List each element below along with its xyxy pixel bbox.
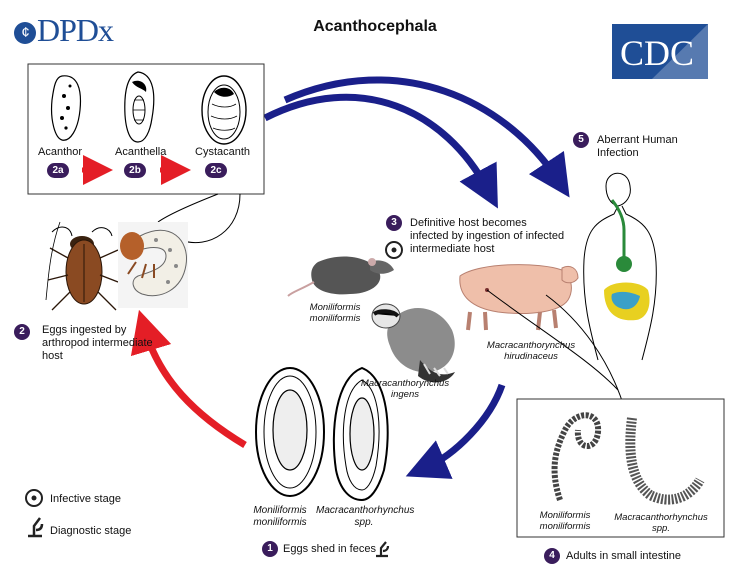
adult-left-label: Moniliformis moniliformis [539,510,591,532]
egg-right-label: Macracanthorhynchus spp. [316,505,415,528]
egg-left-label: Moniliformis moniliformis [253,505,307,528]
acanthella-drawing [124,71,155,143]
biohazard-icon [25,489,43,507]
cystacanth-label: Cystacanth [195,146,251,158]
legend-diagnostic-label: Diagnostic stage [50,525,132,537]
arrow-egg-to-arthropod [130,309,247,449]
egg-macracanthorhynchus-drawing [332,366,389,502]
step-3-text: Definitive host becomes infected by inge… [410,217,565,255]
step-2-badge: 2 [14,324,30,340]
rat-species-label: Moniliformis moniliformis [309,302,361,324]
adult-right-label: Macracanthorhynchus spp. [614,512,708,534]
badge-2b: 2b [124,163,146,178]
human-drawing [583,172,657,361]
microscope-step1-icon [376,541,390,558]
adult-moniliformis-drawing [551,412,602,501]
step-5-text: Aberrant Human Infection [597,134,678,159]
acanthella-label: Acanthella [115,146,167,158]
step-4-text: Adults in small intestine [566,550,681,562]
step-1-text: Eggs shed in feces [283,543,376,555]
raccoon-species-label: Macracanthorynchus ingens [360,378,450,400]
microscope-icon [28,517,44,538]
arrow-box-to-human [283,76,570,198]
arrow-box-to-host [263,93,498,209]
step-1-badge: 1 [262,541,278,557]
cystacanth-drawing [201,75,247,145]
adult-macracanthorhynchus-drawing [625,417,705,505]
rat-drawing [287,256,394,297]
dpdx-logo-text: DPDx [37,12,114,48]
badge-2c: 2c [205,163,227,178]
pig-species-label: Macracanthorynchus hirudinaceus [486,340,576,362]
pig-drawing [459,264,579,331]
dpdx-logo[interactable]: ¢DPDx [14,12,114,48]
step-5-badge: 5 [573,132,589,148]
acanthor-drawing [50,75,82,141]
cdc-logo-text: CDC [620,33,694,73]
cdc-logo[interactable]: CDC [612,24,708,79]
dpdx-logo-mark: ¢ [14,22,36,44]
legend-infective-label: Infective stage [50,493,121,505]
egg-moniliformis-drawing [255,367,325,497]
arrow-host-to-egg [405,383,506,479]
step-2-text: Eggs ingested by arthropod intermediate … [42,324,153,362]
grub-drawing [118,222,188,308]
badge-2a: 2a [47,163,69,178]
cockroach-drawing [45,221,119,311]
biohazard-step3-icon [385,241,403,259]
raccoon-drawing [371,303,455,383]
acanthor-label: Acanthor [38,146,83,158]
diagram-title: Acanthocephala [313,18,437,35]
step-3-badge: 3 [386,215,402,231]
step-4-badge: 4 [544,548,560,564]
cdc-logo-graphic: CDC [612,24,708,79]
